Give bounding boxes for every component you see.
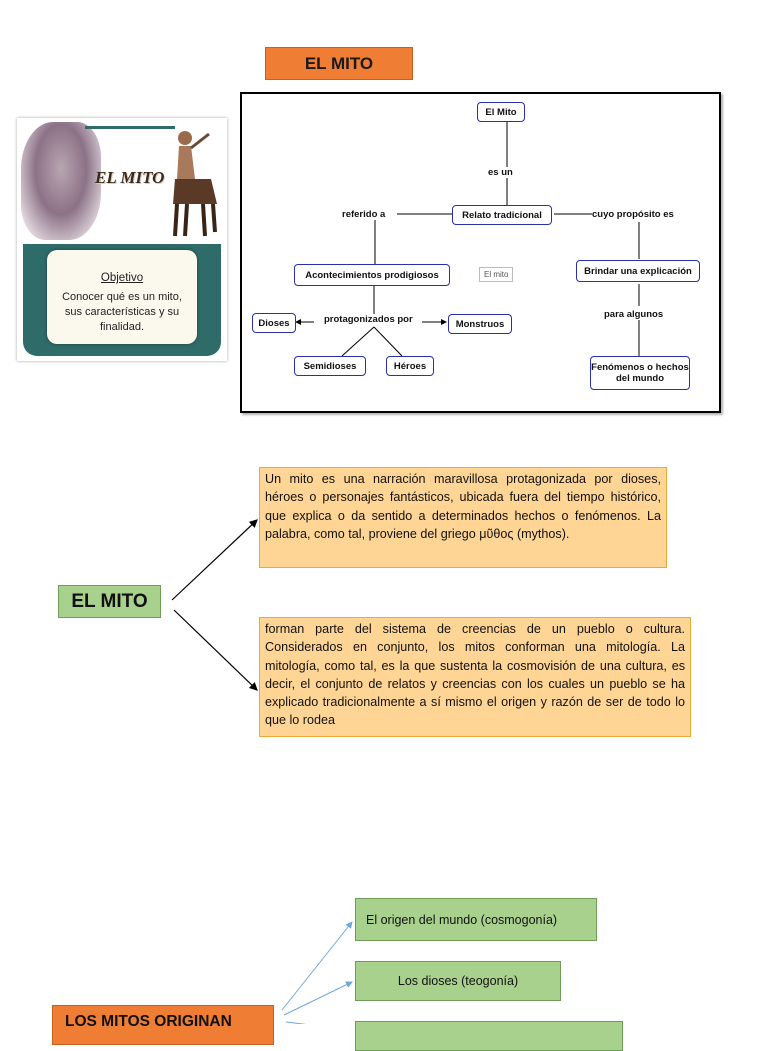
definition-box-2: forman parte del sistema de creencias de… [259,617,691,737]
origin-item-teogonia: Los dioses (teogonía) [355,961,561,1001]
definition-box-1: Un mito es una narración maravillosa pro… [259,467,667,568]
origin-item-3 [355,1021,623,1051]
origin-item-cosmogonia: El origen del mundo (cosmogonía) [355,898,597,941]
los-mitos-originan-label: LOS MITOS ORIGINAN [52,1005,274,1045]
el-mito-label: EL MITO [58,585,161,618]
